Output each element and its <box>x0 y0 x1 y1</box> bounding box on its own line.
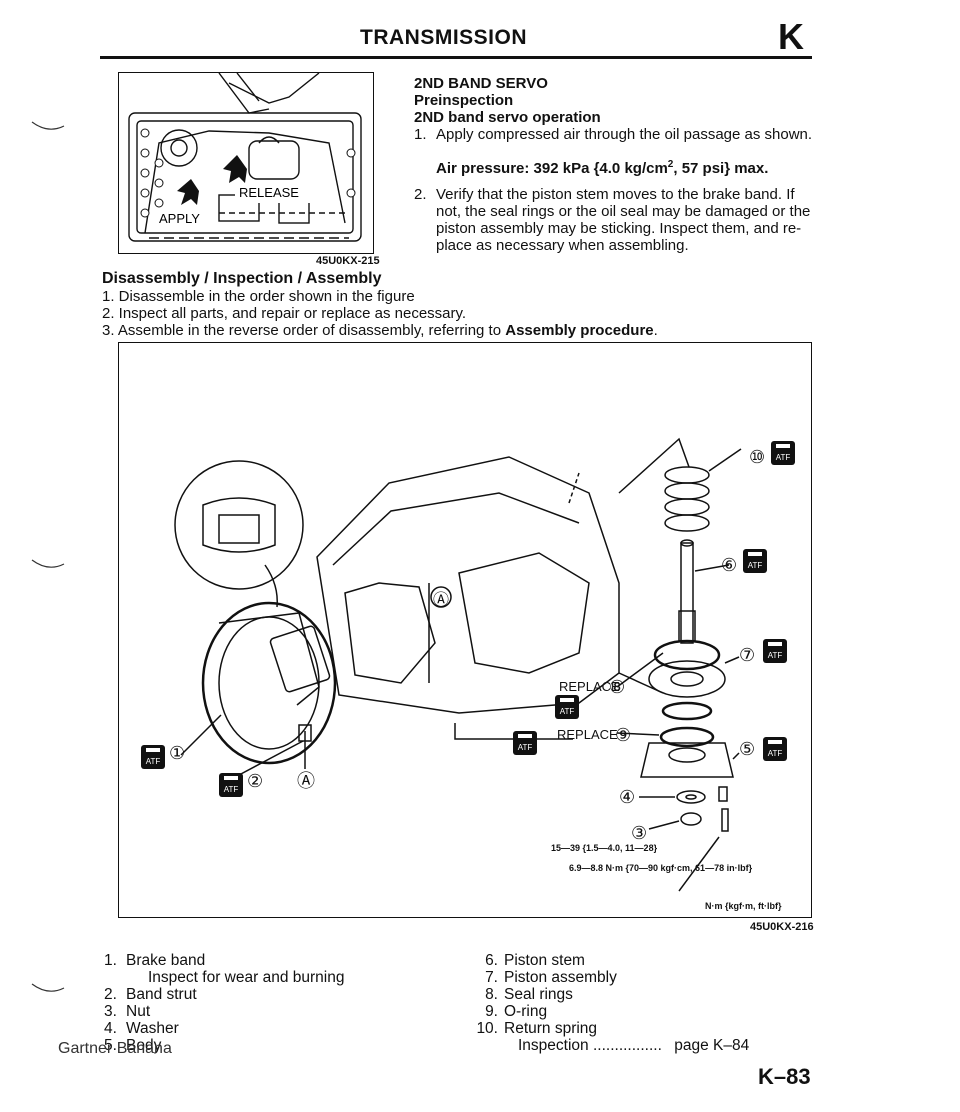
leader-dots: ................ <box>592 1037 662 1054</box>
air-check-figure: RELEASE APPLY <box>118 72 374 254</box>
valve-body-illustration: RELEASE APPLY <box>128 72 362 242</box>
list-item-note: Inspect for wear and burning <box>148 969 345 986</box>
step-1: 1. Apply compressed air through the oil p… <box>414 126 812 143</box>
list-item: 3.Nut <box>104 1003 151 1020</box>
band-servo-exploded-view: ATF <box>141 437 795 911</box>
callout-4: ④ <box>619 787 635 808</box>
air-pressure-suffix: , 57 psi} max. <box>673 160 769 177</box>
list-item: 2.Band strut <box>104 986 197 1003</box>
step-2-line: Verify that the piston stem moves to the… <box>436 186 795 203</box>
callout-3: ③ <box>631 823 647 844</box>
exploded-view-figure: ATF <box>118 342 812 918</box>
list-item: 10.Return spring <box>476 1020 598 1037</box>
replace-label-9: REPLACE <box>557 727 618 742</box>
step-2: 2. Verify that the piston stem moves to t… <box>414 186 795 203</box>
callout-1: ① <box>169 743 185 764</box>
figure-code: 45U0KX-215 <box>316 255 380 267</box>
torque-unit-note: N·m {kgf·m, ft·lbf} <box>705 901 782 911</box>
inspection-reference: Inspection ................ page K–84 <box>470 1037 749 1054</box>
margin-mark <box>31 983 65 992</box>
torque-spec-nut: 15—39 {1.5—4.0, 11—28} <box>551 843 658 853</box>
disassembly-step-1: 1. Disassemble in the order shown in the… <box>102 288 415 305</box>
section-letter: K <box>778 16 804 57</box>
list-item: 6.Piston stem <box>485 952 585 969</box>
release-label: RELEASE <box>239 185 299 200</box>
inspection-label: Inspection <box>518 1037 589 1054</box>
air-pressure-sup: 2 <box>667 159 674 170</box>
list-item: 5.Body <box>104 1037 162 1054</box>
step-2-line: not, the seal rings or the oil seal may … <box>436 203 811 220</box>
apply-label: APPLY <box>159 211 200 226</box>
watermark: Gartner Banana <box>58 1040 172 1057</box>
list-item: 8.Seal rings <box>485 986 573 1003</box>
page-header-title: TRANSMISSION <box>360 26 528 49</box>
subheading: Preinspection <box>414 92 514 109</box>
margin-mark <box>31 121 65 130</box>
list-item: 9.O-ring <box>485 1003 548 1020</box>
parts-list-right: 6.Piston stem 7.Piston assembly 8.Seal r… <box>470 952 749 1054</box>
callout-5: ⑤ <box>739 739 755 760</box>
callout-8: ⑧ <box>609 677 625 698</box>
callout-a: Ⓐ <box>297 771 315 792</box>
callout-9: ⑨ <box>615 725 631 746</box>
margin-mark <box>31 559 65 568</box>
parts-list-left: 1.Brake band Inspect for wear and burnin… <box>104 952 344 1054</box>
air-pressure-text: Air pressure: 392 kPa {4.0 kg/cm <box>436 160 668 177</box>
assembly-procedure-ref: Assembly procedure <box>505 322 654 339</box>
step-1-text: Apply compressed air through the oil pas… <box>436 126 813 143</box>
list-item: 1.Brake band <box>104 952 206 969</box>
callout-10: ⑩ <box>749 447 765 468</box>
figure-code: 45U0KX-216 <box>750 921 814 933</box>
list-item: 7.Piston assembly <box>485 969 617 986</box>
disassembly-step-3-text: 3. Assemble in the reverse order of disa… <box>102 322 506 339</box>
callout-6: ⑥ <box>721 555 737 576</box>
step-2-number: 2. <box>414 186 427 203</box>
air-pressure-spec: Air pressure: 392 kPa {4.0 kg/cm2, 57 ps… <box>436 156 768 177</box>
step-2-line: piston assembly may be sticking. Inspect… <box>436 220 802 237</box>
disassembly-step-3-suffix: . <box>653 322 658 339</box>
disassembly-heading: Disassembly / Inspection / Assembly <box>102 270 382 287</box>
header-rule <box>100 56 812 59</box>
page-reference: page K–84 <box>674 1037 750 1054</box>
callout-7: ⑦ <box>739 645 755 666</box>
page-number: K–83 <box>758 1064 811 1089</box>
section-heading: 2ND BAND SERVO <box>414 75 548 92</box>
callout-2: ② <box>247 771 263 792</box>
replace-label-8: REPLACE <box>559 679 620 694</box>
step-1-number: 1. <box>414 126 427 143</box>
disassembly-step-2: 2. Inspect all parts, and repair or repl… <box>102 305 467 322</box>
torque-spec-bolt: 6.9—8.8 N·m {70—90 kgf·cm, 61—78 in·lbf} <box>569 863 753 873</box>
callout-a: Ⓐ <box>433 590 449 609</box>
subsubheading: 2ND band servo operation <box>414 109 601 126</box>
disassembly-step-3: 3. Assemble in the reverse order of disa… <box>102 322 658 339</box>
list-item: 4.Washer <box>104 1020 179 1037</box>
step-2-line: place as necessary when assembling. <box>436 237 689 254</box>
